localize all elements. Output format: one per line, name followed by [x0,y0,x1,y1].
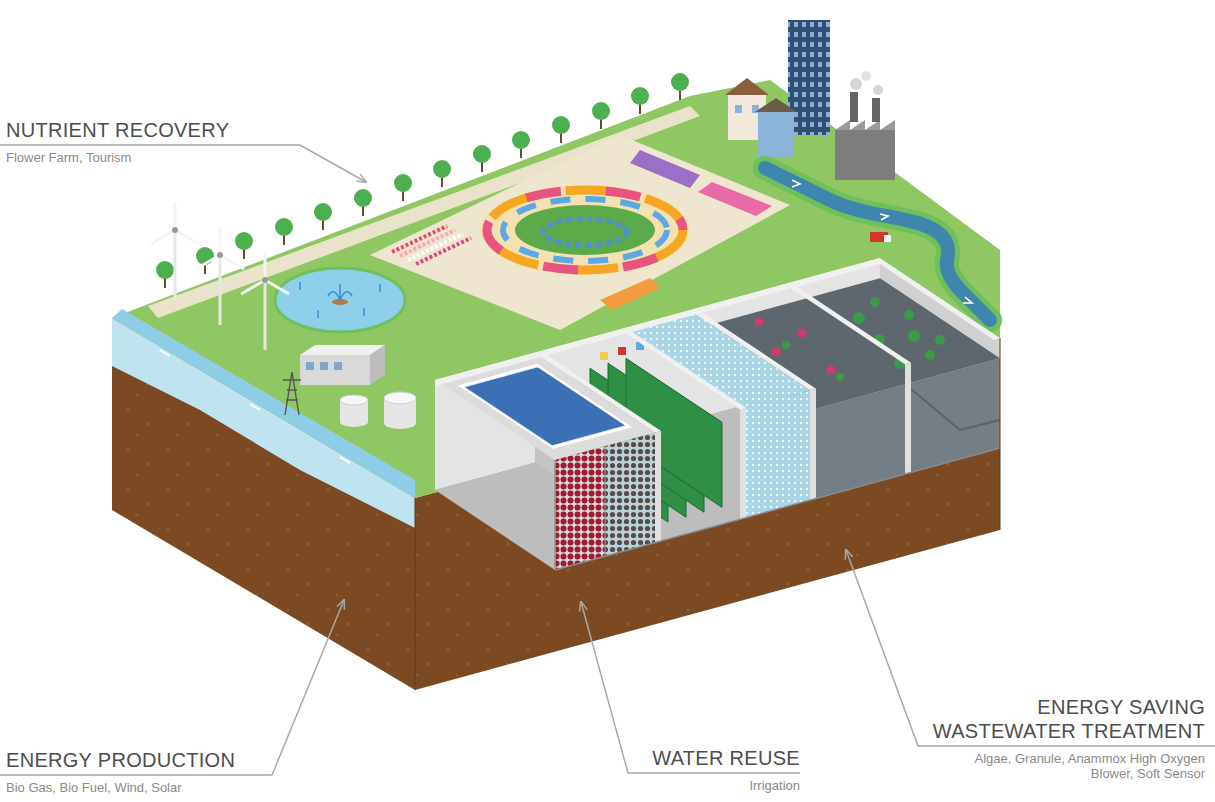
callout-subtitle: Bio Gas, Bio Fuel, Wind, Solar [6,780,182,795]
city-buildings [725,20,895,180]
callout-subtitle: Irrigation [749,778,800,793]
callout-title: ENERGY SAVING WASTEWATER TREATMENT [915,695,1205,743]
label-anchor: ENERGY PRODUCTION [6,748,235,772]
callout-title: WATER REUSE [652,746,800,770]
treatment-tanks [435,258,1000,570]
callout-title: NUTRIENT RECOVERY [6,118,229,142]
label-anchor: Flower Farm, Tourism [6,150,131,165]
label-anchor: Bio Gas, Bio Fuel, Wind, Solar [6,780,182,795]
label-anchor: WATER REUSE [652,746,800,770]
block-edge [415,498,416,690]
label-anchor: ENERGY SAVING WASTEWATER TREATMENT [915,695,1205,743]
callout-subtitle: Flower Farm, Tourism [6,150,131,165]
label-anchor: Irrigation [749,778,800,793]
label-anchor: NUTRIENT RECOVERY [6,118,229,142]
label-anchor: Algae, Granule, Anammox High Oxygen Blow… [955,751,1205,781]
callout-title: ENERGY PRODUCTION [6,748,235,772]
leader-lines [0,145,1215,775]
pond [275,268,405,332]
biogas-plant [283,345,416,429]
flow-marks [160,350,350,463]
callout-subtitle: Algae, Granule, Anammox High Oxygen Blow… [955,751,1205,781]
wind-turbines [151,202,289,350]
